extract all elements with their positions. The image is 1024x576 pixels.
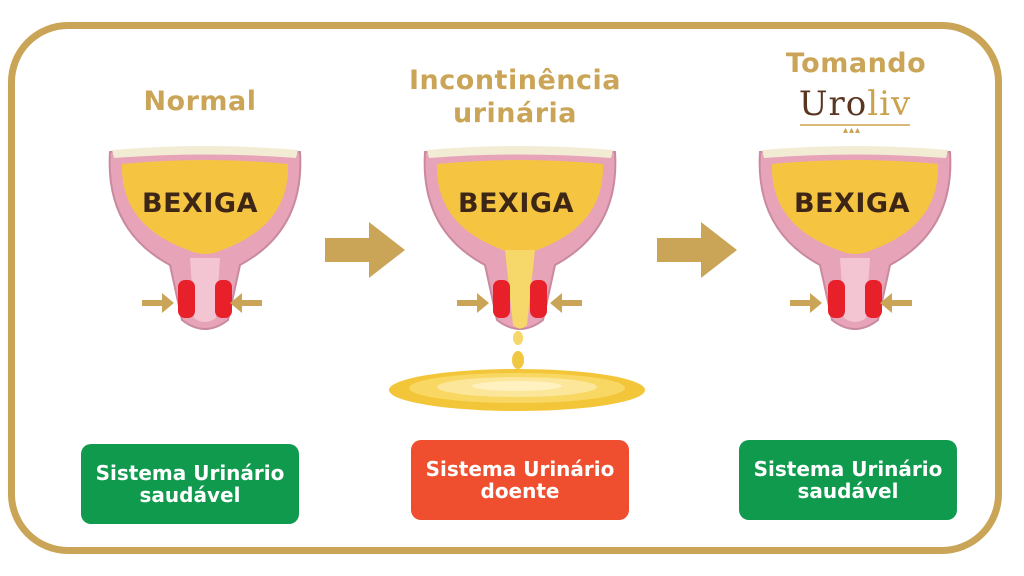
status-badge-healthy-2: Sistema Urinário saudável <box>739 440 957 520</box>
uroliv-logo: Uroliv <box>790 84 920 124</box>
stage-title-taking: Tomando <box>785 48 927 79</box>
bladder-label-incontinence: BEXIGA <box>458 188 574 219</box>
inward-arrow-left-2 <box>457 293 489 313</box>
stage-title-normal: Normal <box>143 86 257 117</box>
logo-text-part1: Uro <box>798 84 868 124</box>
bladder-label-normal: BEXIGA <box>142 188 258 219</box>
stage-title-incontinence: Incontinência urinária <box>409 65 621 129</box>
inward-arrow-left-1 <box>142 293 174 313</box>
logo-text-part2: liv <box>867 84 912 124</box>
bladder-normal-illustration <box>108 146 302 330</box>
bladder-label-treated: BEXIGA <box>794 188 910 219</box>
bladder-treated-illustration <box>758 146 952 330</box>
urine-drops-icon <box>512 331 524 369</box>
bladder-incontinence-illustration <box>423 146 617 330</box>
transition-arrow-2 <box>657 222 737 278</box>
inward-arrow-right-1 <box>230 293 262 313</box>
transition-arrow-1 <box>325 222 405 278</box>
inward-arrow-right-2 <box>550 293 582 313</box>
urine-puddle-icon <box>389 369 645 411</box>
inward-arrow-right-3 <box>880 293 912 313</box>
status-badge-sick: Sistema Urinário doente <box>411 440 629 520</box>
logo-underline <box>800 124 910 126</box>
status-badge-healthy-1: Sistema Urinário saudável <box>81 444 299 524</box>
logo-drops-icon: ▴▴▴ <box>843 125 862 136</box>
inward-arrow-left-3 <box>790 293 822 313</box>
